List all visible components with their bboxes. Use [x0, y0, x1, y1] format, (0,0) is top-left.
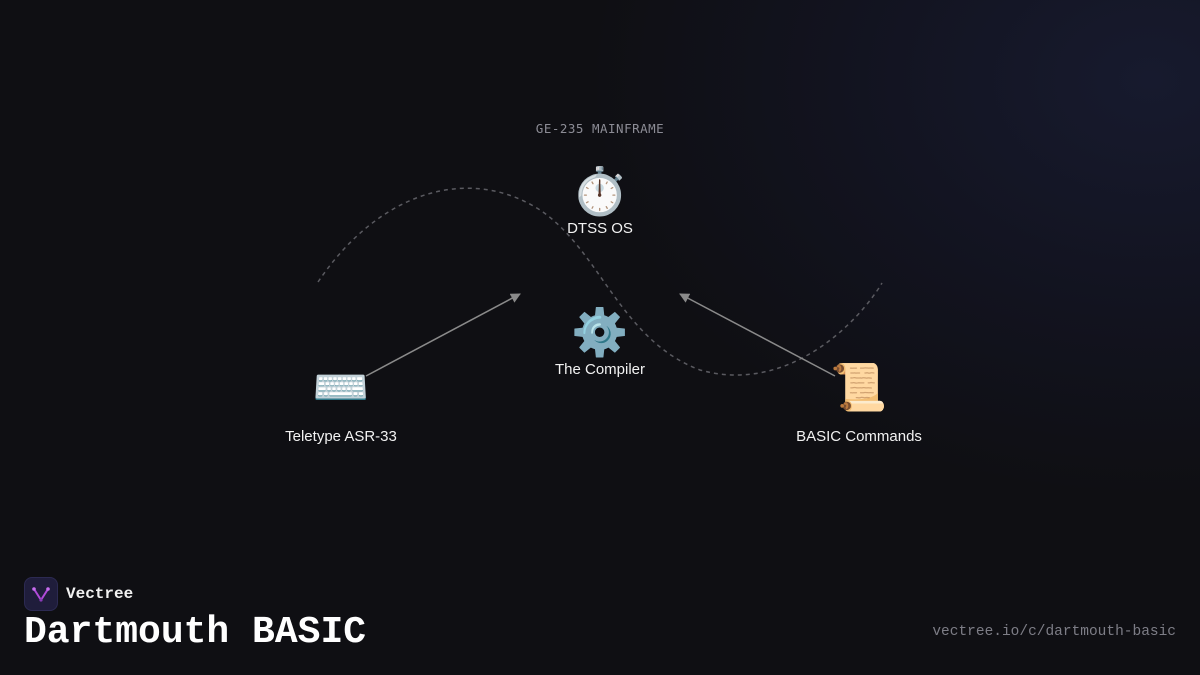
node-teletype-asr-33: ⌨️ Teletype ASR-33	[285, 360, 397, 446]
keyboard-icon: ⌨️	[312, 360, 370, 414]
group-label-mainframe: GE-235 MAINFRAME	[535, 121, 665, 136]
node-label: DTSS OS	[567, 220, 633, 237]
node-label: The Compiler	[554, 361, 646, 378]
node-basic-commands: 📜 BASIC Commands	[796, 360, 922, 446]
node-label: Teletype ASR-33	[285, 428, 397, 445]
scroll-icon: 📜	[830, 360, 888, 414]
vectree-logo-icon	[24, 577, 58, 611]
node-the-compiler: ⚙️ The Compiler	[555, 305, 645, 379]
page-url: vectree.io/c/dartmouth-basic	[932, 624, 1176, 640]
node-dtss-os: ⏱️ DTSS OS	[567, 164, 633, 238]
page-title: Dartmouth BASIC	[24, 611, 367, 654]
mainframe-boundary-curve	[317, 187, 883, 376]
brand: Vectree	[24, 577, 133, 611]
edge-teletype-to-compiler	[365, 293, 521, 377]
vectree-logo-mark	[32, 587, 50, 602]
gear-icon: ⚙️	[571, 305, 629, 359]
stopwatch-icon: ⏱️	[571, 164, 629, 218]
edge-basic-to-compiler	[679, 293, 836, 377]
brand-name: Vectree	[66, 585, 134, 603]
node-label: BASIC Commands	[796, 428, 922, 445]
